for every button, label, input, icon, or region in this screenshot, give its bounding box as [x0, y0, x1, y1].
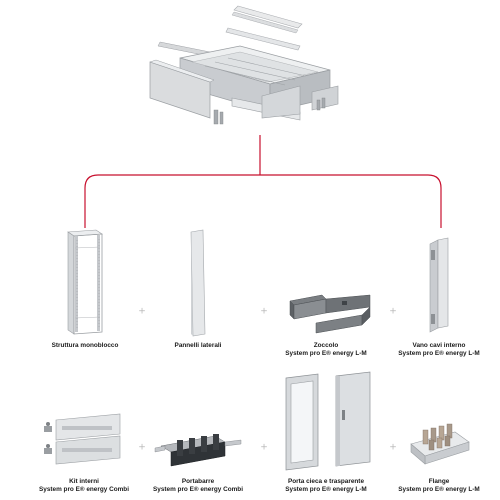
- vano-cavi-interno-image: [429, 237, 449, 333]
- plus-sign: +: [138, 306, 146, 317]
- exploded-enclosure-illustration: [149, 5, 339, 125]
- vano-cavi-interno-label: Vano cavi interno System pro E® energy L…: [398, 342, 480, 357]
- pannelli-laterali-image: [190, 229, 206, 337]
- plus-sign: +: [260, 442, 268, 453]
- zoccolo-image: [289, 294, 371, 334]
- struttura-monoblocco-image: [67, 229, 103, 335]
- plus-sign: +: [389, 306, 397, 317]
- portabarre-label: Portabarre System pro E® energy Combi: [153, 478, 243, 493]
- struttura-monoblocco-label: Struttura monoblocco: [51, 342, 119, 349]
- flange-image: [410, 423, 470, 465]
- flange-label: Flange System pro E® energy L-M: [398, 478, 480, 493]
- pannelli-laterali-label: Pannelli laterali: [174, 342, 222, 349]
- porta-cieca-trasparente-image: [285, 371, 371, 471]
- kit-interni-label: Kit interni System pro E® energy Combi: [39, 478, 129, 493]
- portabarre-image: [154, 434, 242, 467]
- plus-sign: +: [138, 442, 146, 453]
- plus-sign: +: [389, 442, 397, 453]
- kit-interni-image: [44, 413, 121, 465]
- connector-bracket: [84, 135, 442, 228]
- porta-cieca-trasparente-label: Porta cieca e trasparente System pro E® …: [285, 478, 367, 493]
- plus-sign: +: [260, 306, 268, 317]
- zoccolo-label: Zoccolo System pro E® energy L-M: [285, 342, 367, 357]
